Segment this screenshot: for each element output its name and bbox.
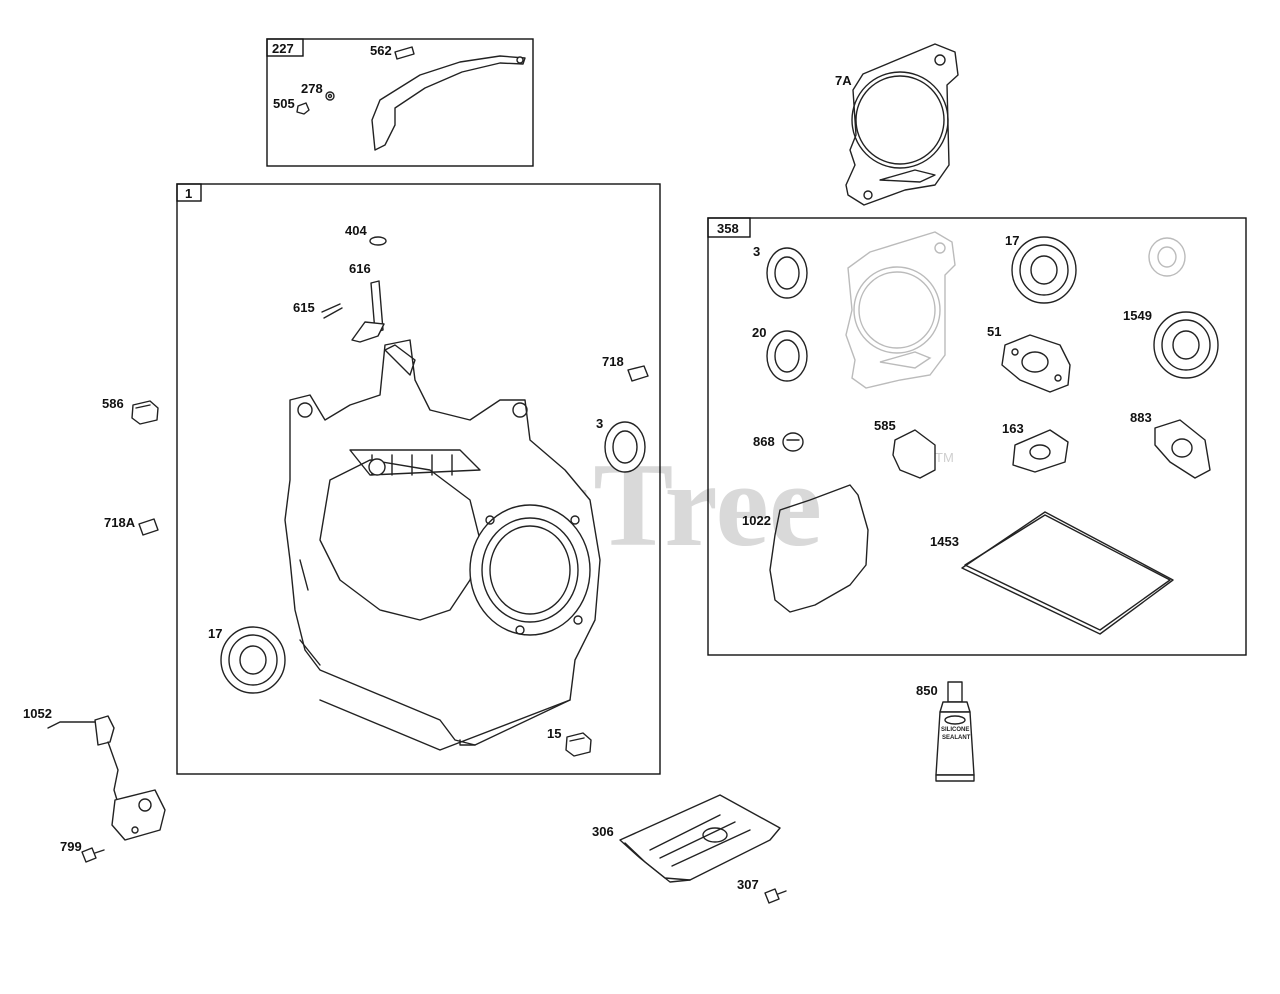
plug-15-part[interactable] (565, 732, 592, 757)
label-404[interactable]: 404 (345, 223, 367, 238)
tube-label-line1: SILICONE (941, 727, 969, 733)
dowel-718A-part[interactable] (138, 518, 159, 536)
label-615[interactable]: 615 (293, 300, 315, 315)
label-1052[interactable]: 1052 (23, 706, 52, 721)
label-616[interactable]: 616 (349, 261, 371, 276)
label-883[interactable]: 883 (1130, 410, 1152, 425)
plug-586-part[interactable] (131, 400, 159, 425)
label-278[interactable]: 278 (301, 81, 323, 96)
label-850[interactable]: 850 (916, 683, 938, 698)
bearing-17-crankcase-part[interactable] (220, 626, 286, 694)
shaft-616-part[interactable] (351, 280, 385, 343)
seal-3-kit-part[interactable] (766, 247, 808, 299)
label-1022[interactable]: 1022 (742, 513, 771, 528)
gasket-163-part[interactable] (1012, 429, 1069, 473)
bearing-faded-part[interactable] (1148, 237, 1186, 277)
label-718A[interactable]: 718A (104, 515, 136, 530)
label-562[interactable]: 562 (370, 43, 392, 58)
gasket-883-part[interactable] (1154, 419, 1211, 479)
oring-1453-part[interactable] (961, 511, 1174, 635)
box-1-tag: 1 (185, 186, 192, 201)
box-358: 358 (707, 217, 1247, 656)
label-17a[interactable]: 17 (208, 626, 222, 641)
head-gasket-7A-part[interactable] (845, 43, 959, 206)
label-15[interactable]: 15 (547, 726, 561, 741)
label-799[interactable]: 799 (60, 839, 82, 854)
washer-404-part[interactable] (369, 236, 387, 246)
label-505[interactable]: 505 (273, 96, 295, 111)
label-20[interactable]: 20 (752, 325, 766, 340)
label-586[interactable]: 586 (102, 396, 124, 411)
gasket-51-part[interactable] (1001, 334, 1071, 393)
seal-3-crankcase-part[interactable] (604, 421, 646, 473)
gasket-585-part[interactable] (892, 429, 936, 479)
label-3a[interactable]: 3 (596, 416, 603, 431)
screw-799-part[interactable] (81, 847, 105, 863)
label-718[interactable]: 718 (602, 354, 624, 369)
bearing-1549-part[interactable] (1153, 311, 1219, 379)
pin-615-part[interactable] (321, 303, 343, 319)
label-585[interactable]: 585 (874, 418, 896, 433)
label-307[interactable]: 307 (737, 877, 759, 892)
bearing-17-kit-part[interactable] (1011, 236, 1077, 304)
box-1: 1 (176, 183, 661, 775)
label-306[interactable]: 306 (592, 824, 614, 839)
label-1453[interactable]: 1453 (930, 534, 959, 549)
box-227-tag: 227 (272, 41, 294, 56)
tube-label-line2: SEALANT (942, 735, 971, 741)
oil-sensor-1052-part[interactable] (47, 715, 166, 841)
crankcase-part[interactable] (284, 339, 601, 751)
label-3b[interactable]: 3 (753, 244, 760, 259)
sealant-tube-850-part[interactable]: SILICONE SEALANT (935, 681, 975, 782)
head-gasket-kit-part[interactable] (845, 231, 956, 389)
watermark-tm: TM (935, 450, 954, 465)
label-868[interactable]: 868 (753, 434, 775, 449)
gasket-1022-part[interactable] (769, 484, 869, 613)
label-7A[interactable]: 7A (835, 73, 852, 88)
label-1549[interactable]: 1549 (1123, 308, 1152, 323)
dowel-718-part[interactable] (627, 365, 649, 382)
nut-868-part[interactable] (782, 432, 804, 452)
screw-307-part[interactable] (764, 888, 787, 904)
base-plate-306-part[interactable] (619, 794, 781, 883)
box-227: 227 (266, 38, 534, 167)
label-163[interactable]: 163 (1002, 421, 1024, 436)
governor-lever-part[interactable] (296, 46, 526, 151)
label-17b[interactable]: 17 (1005, 233, 1019, 248)
label-51[interactable]: 51 (987, 324, 1001, 339)
box-358-tag: 358 (717, 221, 739, 236)
seal-20-part[interactable] (766, 330, 808, 382)
